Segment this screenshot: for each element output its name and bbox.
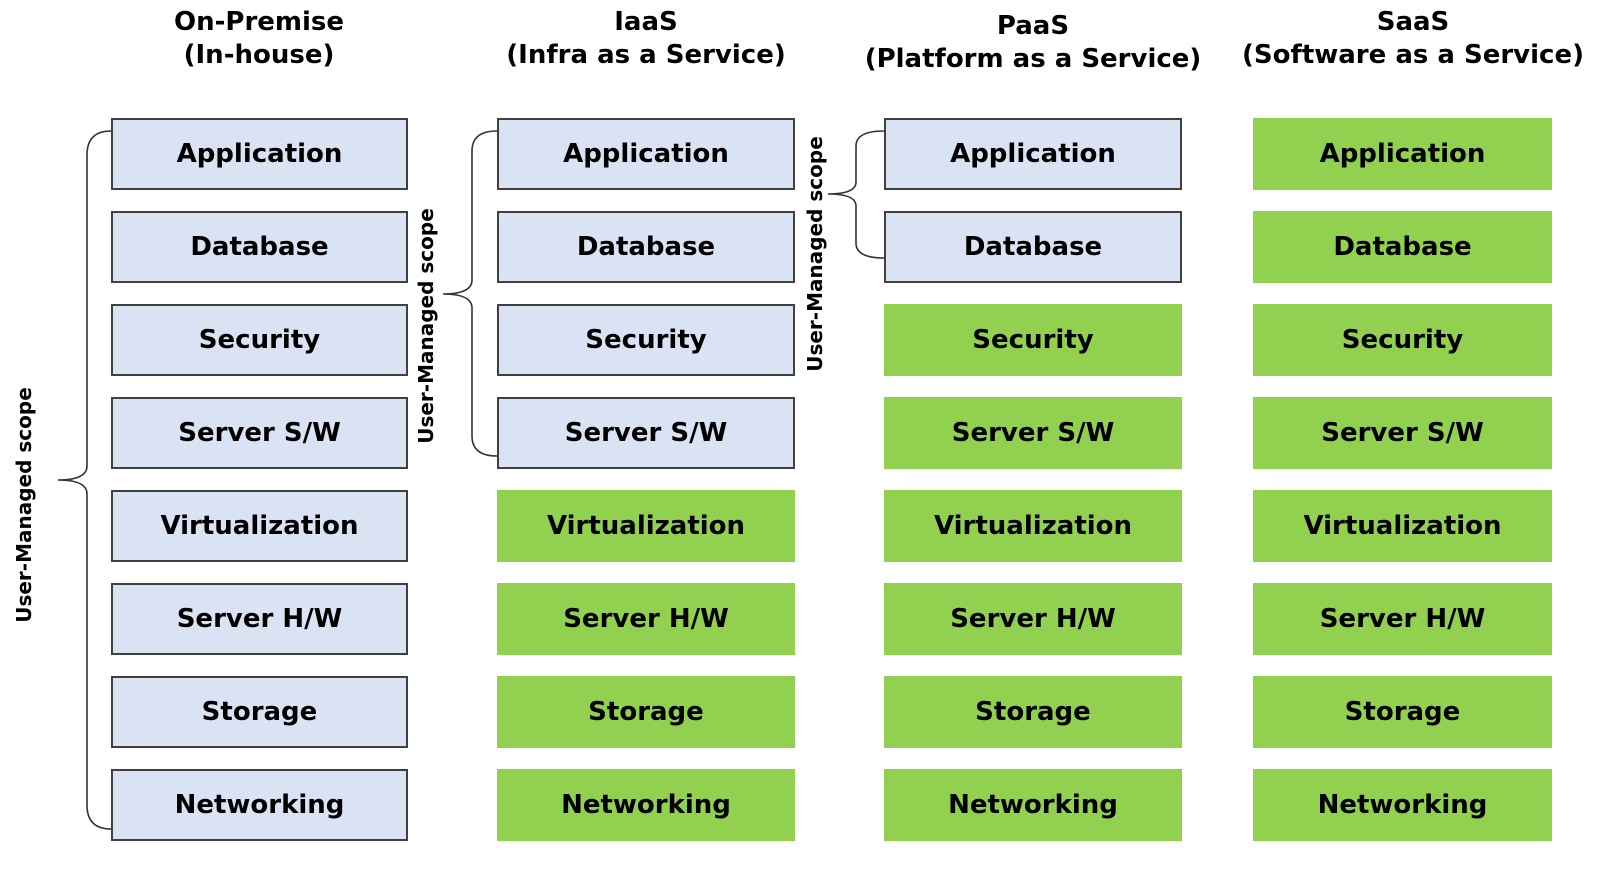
layer-iaas-storage: Storage	[497, 676, 795, 748]
title-saas-line1: SaaS	[1376, 7, 1450, 37]
layer-onprem-virtualization: Virtualization	[111, 490, 408, 562]
layer-iaas-application: Application	[497, 118, 795, 190]
layer-iaas-server-sw: Server S/W	[497, 397, 795, 469]
layer-onprem-server-hw: Server H/W	[111, 583, 408, 655]
layer-onprem-storage: Storage	[111, 676, 408, 748]
layer-saas-server-hw: Server H/W	[1253, 583, 1552, 655]
layer-saas-networking: Networking	[1253, 769, 1552, 841]
layer-saas-virtualization: Virtualization	[1253, 490, 1552, 562]
title-onprem-line2: (In-house)	[183, 40, 335, 70]
title-iaas-line2: (Infra as a Service)	[506, 40, 786, 70]
layer-onprem-server-sw: Server S/W	[111, 397, 408, 469]
layer-paas-application: Application	[884, 118, 1182, 190]
title-onprem: On-Premise (In-house)	[49, 6, 469, 72]
layer-paas-server-sw: Server S/W	[884, 397, 1182, 469]
layer-saas-storage: Storage	[1253, 676, 1552, 748]
layer-saas-application: Application	[1253, 118, 1552, 190]
title-onprem-line1: On-Premise	[173, 7, 345, 37]
iaas-scope-brace	[442, 130, 498, 457]
layer-onprem-networking: Networking	[111, 769, 408, 841]
layer-iaas-database: Database	[497, 211, 795, 283]
layer-paas-server-hw: Server H/W	[884, 583, 1182, 655]
paas-scope-label: User-Managed scope	[803, 136, 827, 372]
layer-onprem-database: Database	[111, 211, 408, 283]
title-saas: SaaS (Software as a Service)	[1203, 6, 1609, 72]
title-iaas-line1: IaaS	[614, 7, 678, 37]
layer-onprem-security: Security	[111, 304, 408, 376]
title-iaas: IaaS (Infra as a Service)	[436, 6, 856, 72]
iaas-scope-label: User-Managed scope	[414, 208, 438, 444]
title-paas: PaaS (Platform as a Service)	[823, 10, 1243, 76]
onprem-scope-brace	[57, 130, 112, 830]
title-paas-line2: (Platform as a Service)	[864, 44, 1202, 74]
layer-paas-database: Database	[884, 211, 1182, 283]
layer-paas-virtualization: Virtualization	[884, 490, 1182, 562]
layer-iaas-security: Security	[497, 304, 795, 376]
layer-onprem-application: Application	[111, 118, 408, 190]
title-saas-line2: (Software as a Service)	[1242, 40, 1584, 70]
layer-iaas-networking: Networking	[497, 769, 795, 841]
layer-iaas-virtualization: Virtualization	[497, 490, 795, 562]
layer-paas-storage: Storage	[884, 676, 1182, 748]
layer-saas-database: Database	[1253, 211, 1552, 283]
title-paas-line1: PaaS	[996, 11, 1070, 41]
layer-paas-networking: Networking	[884, 769, 1182, 841]
layer-paas-security: Security	[884, 304, 1182, 376]
layer-saas-server-sw: Server S/W	[1253, 397, 1552, 469]
paas-scope-brace	[827, 130, 885, 259]
layer-iaas-server-hw: Server H/W	[497, 583, 795, 655]
onprem-scope-label: User-Managed scope	[12, 387, 36, 623]
layer-saas-security: Security	[1253, 304, 1552, 376]
